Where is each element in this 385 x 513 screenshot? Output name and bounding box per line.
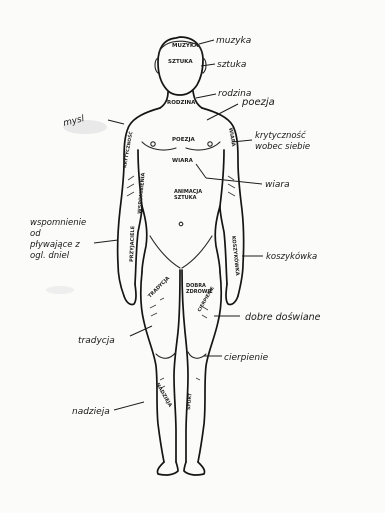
pelvis-left [150, 236, 180, 268]
waist-left [142, 206, 147, 272]
waist-right [215, 206, 220, 272]
left-hand [124, 284, 136, 305]
navel [179, 222, 183, 226]
right-knee [188, 352, 206, 358]
left-nipple [151, 142, 155, 146]
right-leg-inner [182, 270, 188, 462]
left-foot [157, 462, 178, 475]
label-koszykowka: koszykówka [266, 251, 317, 262]
label-poezja: poezja [241, 97, 275, 108]
left-inner-arm [135, 150, 142, 284]
right-hand [226, 284, 238, 305]
body-label-chest: POEZJA [172, 137, 195, 143]
label-cierpienie: cierpienie [224, 353, 269, 363]
body-label-right-arm: KOSZYKÓWKA [230, 235, 241, 276]
label-dobre-doswiane: dobre doświane [245, 312, 321, 323]
left-knee [156, 352, 176, 358]
right-leg-outer [198, 272, 221, 462]
body-label-head-mid: SZTUKA [168, 59, 193, 65]
left-leg-inner [174, 270, 180, 462]
label-sztuka: sztuka [217, 60, 246, 70]
paper-smudges [46, 120, 107, 294]
body-label-left-arm: PRZYJACIELE [129, 225, 136, 262]
body-label-stomach: WIARA [172, 158, 194, 164]
body-label-head-top: MUZYKA [172, 43, 199, 49]
label-tradycja: tradycja [78, 336, 115, 346]
label-muzyka: muzyka [216, 36, 251, 46]
label-wiara: wiara [265, 180, 290, 190]
label-nadzieja: nadzieja [72, 407, 110, 417]
right-nipple [208, 142, 212, 146]
right-foot [184, 462, 205, 475]
pelvis-right [182, 236, 212, 268]
left-leg-outer [141, 272, 164, 462]
body-label-left-shoulder: KRYTYCZNOŚĆ [121, 130, 134, 168]
right-pec [186, 142, 220, 150]
body-label-left-thigh: TRADYCJA [147, 275, 171, 299]
left-pec [142, 142, 176, 150]
right-inner-arm [220, 150, 227, 284]
body-label-neck: RODZINA [167, 100, 196, 106]
